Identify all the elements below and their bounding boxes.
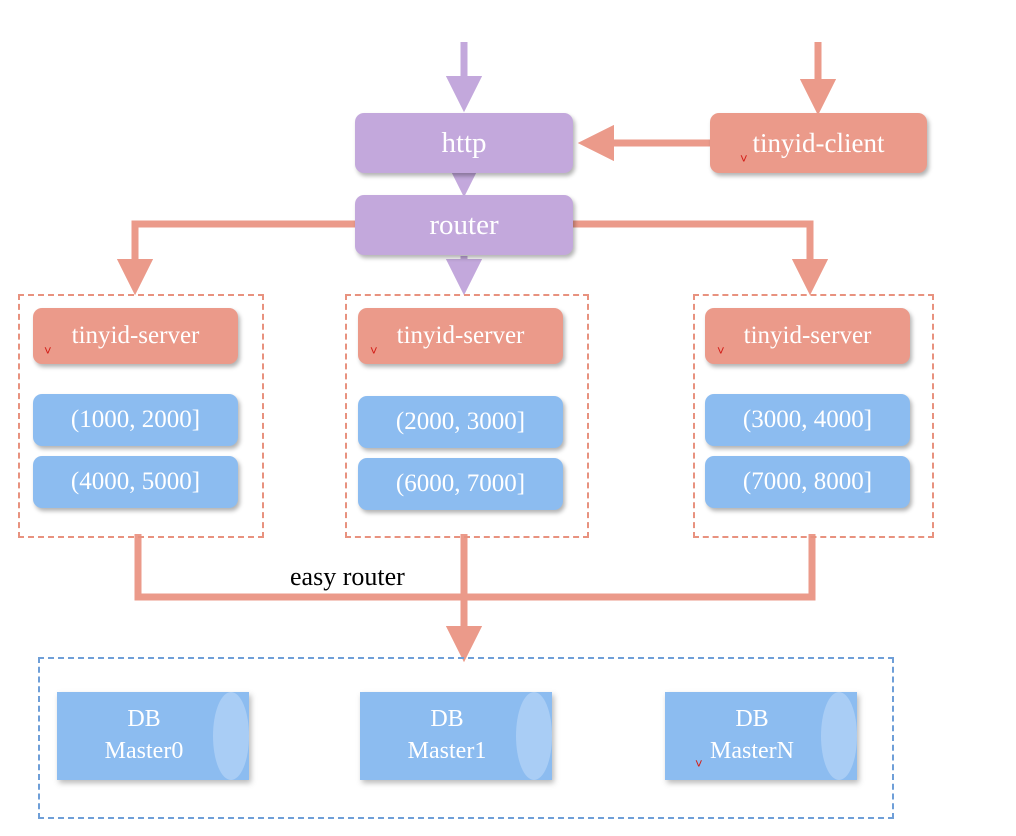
database-cylinder-2-line1: DB [735,706,769,733]
node-tinyid-client[interactable]: tinyid-client [710,113,927,173]
server-group-2-range-2-label: (6000, 7000] [395,469,526,497]
server-group-1-title[interactable]: tinyid-server [33,308,238,364]
cylinder-left-cap [57,692,85,780]
server-group-3-range-2-label: (7000, 8000] [742,467,873,495]
server-group-3-range-1-label: (3000, 4000] [742,405,873,433]
cylinder-right-cap [516,692,552,780]
database-cylinder-1-line2: Master1 [407,738,487,764]
server-group-2-range-2[interactable]: (6000, 7000] [358,458,563,510]
database-cylinder-1[interactable]: DB Master1 [360,692,552,780]
cylinder-left-cap [360,692,388,780]
database-cylinder-1-line1: DB [430,706,464,733]
server-group-3-range-2[interactable]: (7000, 8000] [705,456,910,508]
node-tinyid-client-label: tinyid-client [752,127,885,158]
node-http-label: http [441,126,487,159]
cylinder-right-cap [821,692,857,780]
server-group-1-range-2[interactable]: (4000, 5000] [33,456,238,508]
cylinder-right-cap [213,692,249,780]
database-cylinder-2-line2: MasterN [710,738,794,764]
node-router-label: router [429,208,499,241]
database-cylinder-0-text: DB Master0 [57,692,249,780]
node-router[interactable]: router [355,195,573,255]
server-group-3-title-label: tinyid-server [743,321,872,349]
cylinder-left-cap [665,692,693,780]
server-group-1-range-2-label: (4000, 5000] [70,467,201,495]
connector-server-3-to-bus [464,534,816,601]
server-group-2-range-1-label: (2000, 3000] [395,407,526,435]
server-group-1-range-1-label: (1000, 2000] [70,405,201,433]
server-group-1-title-label: tinyid-server [71,321,200,349]
arrow-router-to-server-1 [116,220,355,296]
database-cylinder-1-text: DB Master1 [360,692,552,780]
database-cylinder-2[interactable]: DB MasterN [665,692,857,780]
database-cylinder-0-line1: DB [127,706,161,733]
server-group-1-range-1[interactable]: (1000, 2000] [33,394,238,446]
server-group-3-title[interactable]: tinyid-server [705,308,910,364]
easy-router-label: easy router [286,562,409,592]
server-group-2-range-1[interactable]: (2000, 3000] [358,396,563,448]
database-cylinder-0[interactable]: DB Master0 [57,692,249,780]
server-group-2-title[interactable]: tinyid-server [358,308,563,364]
server-group-2-title-label: tinyid-server [396,321,525,349]
database-cylinder-0-line2: Master0 [104,738,184,764]
server-group-3-range-1[interactable]: (3000, 4000] [705,394,910,446]
database-cylinder-2-text: DB MasterN [665,692,857,780]
node-http[interactable]: http [355,113,573,173]
arrow-router-to-server-3 [573,220,829,296]
